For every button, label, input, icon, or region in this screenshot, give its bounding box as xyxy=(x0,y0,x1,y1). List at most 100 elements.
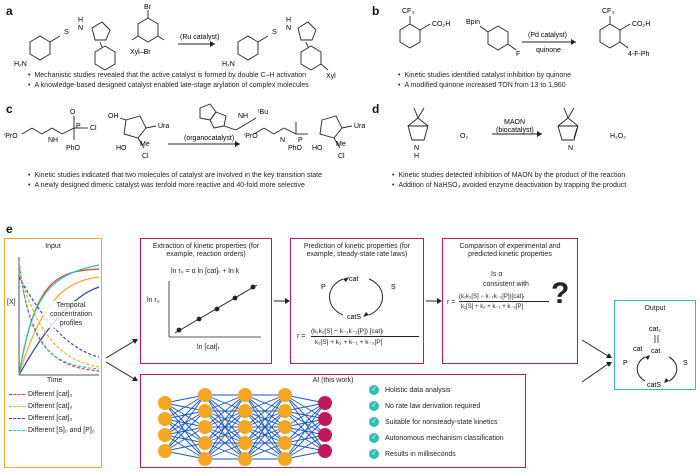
panel-d-maon: MAON xyxy=(504,119,525,126)
nn-node xyxy=(198,436,212,450)
nn-node xyxy=(198,452,212,466)
nn-edge xyxy=(164,410,206,452)
panel-d-h: H xyxy=(414,153,419,160)
nn-edge xyxy=(284,434,326,460)
panel-b-scheme: CF₃ CO₂H Bpin F (Pd catalyst) quinone CF… xyxy=(399,8,650,58)
nn-node xyxy=(278,388,292,402)
panel-c-nh: NH xyxy=(48,137,58,144)
ai-item-3: ✓Suitable for nonsteady-state kinetics xyxy=(369,417,497,429)
prediction-r: r = xyxy=(297,333,306,340)
nn-node xyxy=(158,396,172,410)
nn-edge xyxy=(244,394,286,444)
svg-text:CO₂H: CO₂H xyxy=(632,21,650,28)
svg-text:Cl: Cl xyxy=(338,153,345,160)
nn-edge xyxy=(244,410,286,460)
neural-network xyxy=(158,388,332,466)
input-x-label: Time xyxy=(47,377,63,384)
nn-node xyxy=(198,420,212,434)
prediction-box: Prediction of kinetic properties (for ex… xyxy=(290,238,424,364)
ai-features-list: ✓Holistic data analysis ✓No rate law der… xyxy=(369,385,525,465)
svg-text:S: S xyxy=(272,29,277,36)
nn-edge xyxy=(244,394,286,428)
svg-text:Cl: Cl xyxy=(142,153,149,160)
svg-text:PhO: PhO xyxy=(288,145,303,152)
comparison-box: Comparison of experimental and predicted… xyxy=(442,238,578,364)
panel-c-arrow-text: (organocatalyst) xyxy=(184,135,234,142)
nn-edge xyxy=(284,402,326,444)
prediction-eq-denominator: k₁[S] + k₂ + k₋₁ + k₋₂[P] xyxy=(315,339,383,346)
nn-edge xyxy=(244,394,286,412)
comparison-eq-denominator: k₁[S] + k₂ + k₋₁ + k₋₂[P] xyxy=(461,304,524,310)
output-cycle: cat₂ cat cat catS P S xyxy=(623,326,688,389)
svg-text:catS: catS xyxy=(647,382,661,389)
output-title: Output xyxy=(644,305,666,312)
svg-text:Me: Me xyxy=(336,141,346,148)
extraction-equation: ln r₀ = α ln [cat]ₜ + ln k xyxy=(171,268,240,275)
output-box: Output cat₂ cat cat catS P S xyxy=(614,300,696,390)
panel-a-scheme: H₂N S H N Br Xyl–Br (Ru catalyst) H₂N S … xyxy=(14,4,336,80)
nn-edge xyxy=(204,410,246,460)
panel-b-co2h: CO₂H xyxy=(432,21,450,28)
panel-d-h2o2: H₂O₂ xyxy=(610,133,626,140)
svg-text:N: N xyxy=(568,145,573,152)
comparison-q1: Is α xyxy=(491,271,503,278)
nn-node xyxy=(278,420,292,434)
check-icon: ✓ xyxy=(369,449,379,460)
panel-a-xyl: Xyl xyxy=(326,73,336,80)
nn-edge xyxy=(204,394,246,412)
svg-text:S: S xyxy=(683,360,688,367)
panel-d-biocat: (biocatalyst) xyxy=(496,127,534,134)
nn-edge xyxy=(164,394,206,420)
svg-text:P: P xyxy=(76,123,81,130)
panel-e-label: e xyxy=(6,222,13,236)
svg-text:cat₂: cat₂ xyxy=(649,326,661,333)
panel-b-bullet-2: A modified quinone increased TON from 13… xyxy=(398,82,565,89)
panel-c-ura: Ura xyxy=(158,123,169,130)
svg-text:NH: NH xyxy=(238,113,248,120)
extraction-ylabel: ln r₀ xyxy=(147,297,160,304)
input-box: Input [X] Time Temporal concentration pr… xyxy=(4,238,102,468)
svg-text:P: P xyxy=(298,137,303,144)
svg-text:P: P xyxy=(321,284,326,291)
panel-c-bullet-1: Kinetic studies indicated that two molec… xyxy=(28,172,322,179)
svg-text:O: O xyxy=(70,109,76,116)
panel-b-prod-sub: 4-F-Ph xyxy=(628,51,650,58)
nn-edge xyxy=(164,394,206,436)
nn-node xyxy=(238,388,252,402)
panel-a-arrow-label: (Ru catalyst) xyxy=(180,34,219,41)
nn-edge xyxy=(204,394,246,444)
panel-c-bullet-2: A newly designed dimeric catalyst was te… xyxy=(28,182,304,189)
panel-d-bullet-1: Kinetic studies detected inhibition of M… xyxy=(392,172,625,179)
svg-text:S: S xyxy=(64,29,69,36)
svg-text:Ura: Ura xyxy=(354,123,365,130)
svg-text:H₂N: H₂N xyxy=(222,61,235,68)
panel-c-pho: PhO xyxy=(66,145,81,152)
nn-edge xyxy=(244,394,286,460)
legend-item-3: Different [cat]₀ xyxy=(9,415,72,422)
check-icon: ✓ xyxy=(369,401,379,412)
panel-c-ipr: ⁱPrO xyxy=(4,132,18,140)
svg-text:cat: cat xyxy=(651,348,660,355)
nn-node xyxy=(238,420,252,434)
nn-node xyxy=(318,444,332,458)
svg-text:OH: OH xyxy=(108,113,119,120)
panel-d-o2: O₂ xyxy=(460,133,468,140)
ai-item-4: ✓Autonomous mechanism classification xyxy=(369,433,504,445)
nn-edge xyxy=(204,442,246,460)
nn-edge xyxy=(204,394,246,460)
ai-title: AI (this work) xyxy=(312,377,354,384)
nn-node xyxy=(278,436,292,450)
extraction-box: Extraction of kinetic properties (for ex… xyxy=(140,238,272,364)
panel-a-label: a xyxy=(6,4,13,18)
panel-a-bullet-1: Mechanistic studies revealed that the ac… xyxy=(28,72,306,79)
panel-d-n: N xyxy=(414,145,419,152)
nn-edge xyxy=(284,402,326,428)
input-arrows xyxy=(105,339,138,381)
prediction-title: Prediction of kinetic properties (for ex… xyxy=(303,243,411,258)
nn-node xyxy=(158,428,172,442)
nn-node xyxy=(318,428,332,442)
panel-c-scheme: ⁱPrO NH O P Cl PhO OH Ura HO Me Cl ᵗBu N… xyxy=(4,103,365,160)
svg-text:H: H xyxy=(286,17,291,24)
nn-node xyxy=(318,396,332,410)
panel-d-scheme: N H O₂ MAON (biocatalyst) N H₂O₂ xyxy=(407,107,626,160)
